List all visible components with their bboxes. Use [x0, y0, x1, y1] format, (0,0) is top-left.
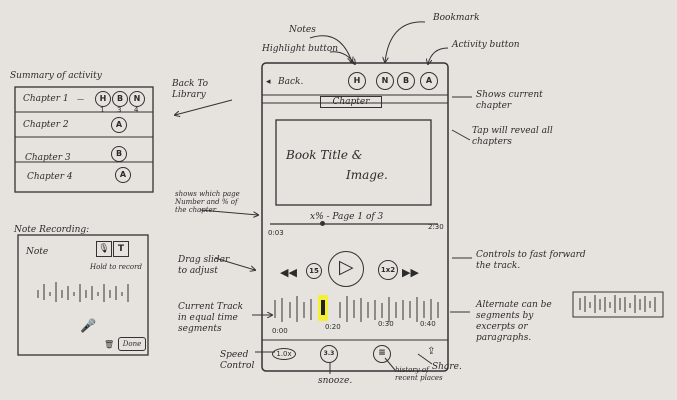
annotation-back-to-library: Back To Library: [172, 79, 209, 100]
notes-icon: N: [129, 91, 145, 107]
progress-start-time: 0:03: [268, 229, 284, 237]
hold-to-record-label: Hold to record: [90, 263, 142, 271]
annotation-current-track: Current Track in equal time segments: [178, 302, 244, 334]
summary-row[interactable]: Chapter 4 A: [15, 162, 153, 192]
highlight-icon: H: [95, 91, 111, 107]
highlight-button[interactable]: H: [348, 72, 366, 90]
annotation-bookmark: Bookmark: [433, 13, 480, 23]
track-marker-bar: [321, 300, 325, 315]
track-time: 0:30: [378, 320, 394, 328]
track-time: 0:00: [272, 327, 288, 335]
summary-row[interactable]: Chapter 1 — H B N 1 3 4: [15, 87, 153, 114]
text-mode-button[interactable]: T: [113, 241, 129, 257]
annotation-history: history of recent places: [395, 366, 443, 382]
back-button[interactable]: Back.: [278, 77, 304, 87]
annotation-page-number: shows which page Number and % of the cha…: [175, 190, 240, 214]
summary-row-label: Chapter 1: [23, 94, 69, 104]
annotation-controls-fast-forward: Controls to fast forward the track.: [476, 250, 586, 271]
page-info: x% - Page 1 of 3: [310, 212, 384, 222]
annotation-shows-current-chapter: Shows current chapter: [476, 90, 543, 111]
notes-count: 4: [134, 106, 139, 114]
annotation-alternate-segments: Alternate can be segments by excerpts or…: [476, 300, 552, 343]
activity-icon: A: [111, 117, 127, 133]
summary-title: Summary of activity: [10, 71, 102, 81]
note-recording-panel: Note 🎙 T Hold to record 🎤 🗑 Done: [18, 235, 148, 355]
summary-row-label: Chapter 2: [23, 120, 69, 130]
share-icon[interactable]: ⇪: [427, 346, 436, 357]
chapter-selector[interactable]: Chapter: [320, 96, 382, 108]
annotation-drag-slider: Drag slider to adjust: [178, 255, 230, 276]
snooze-button[interactable]: 3.3: [320, 345, 338, 363]
summary-row[interactable]: Chapter 3 B: [15, 137, 153, 163]
book-image-label: Image.: [346, 168, 388, 182]
summary-row-label: Chapter 4: [27, 172, 73, 182]
progress-end-time: 2:30: [428, 223, 444, 231]
book-cover: Book Title & Image.: [276, 120, 431, 205]
annotation-activity-button: Activity button: [452, 40, 520, 50]
annotation-tap-reveal-chapters: Tap will reveal all chapters: [472, 126, 553, 147]
play-button[interactable]: ▷: [328, 251, 364, 287]
annotation-notes: Notes: [289, 25, 316, 35]
note-recording-title: Note Recording:: [14, 225, 90, 235]
track-time: 0:40: [420, 320, 436, 328]
summary-row-label: Chapter 3: [25, 153, 71, 163]
track-time: 0:20: [325, 323, 341, 331]
back-arrow-icon[interactable]: ◂: [266, 77, 271, 87]
trash-icon[interactable]: 🗑: [104, 340, 115, 349]
fast-forward-icon[interactable]: ▶▶: [402, 266, 419, 279]
skip-forward-button[interactable]: 1x2: [378, 260, 398, 280]
done-button[interactable]: Done: [118, 337, 146, 351]
annotation-share: Share.: [432, 362, 462, 372]
rewind-icon[interactable]: ◀◀: [280, 266, 297, 279]
progress-thumb[interactable]: [320, 221, 325, 226]
book-title: Book Title &: [286, 148, 363, 162]
annotation-speed-control: Speed Control: [220, 350, 255, 371]
activity-icon: A: [115, 167, 131, 183]
summary-panel: Chapter 1 — H B N 1 3 4 Chapter 2 A Chap…: [15, 87, 153, 192]
skip-back-button[interactable]: 15: [306, 263, 322, 279]
note-label: Note: [26, 247, 49, 257]
summary-row[interactable]: Chapter 2 A: [15, 112, 153, 137]
microphone-small-icon: 🎤: [80, 319, 97, 334]
annotation-highlight-button: Highlight button: [262, 44, 339, 54]
bookmark-count: 3: [117, 106, 122, 114]
speed-control-button[interactable]: 1.0x: [272, 348, 296, 360]
activity-button[interactable]: A: [420, 72, 438, 90]
notes-button[interactable]: N: [376, 72, 394, 90]
microphone-icon[interactable]: 🎙: [96, 241, 112, 257]
play-icon: ▷: [339, 256, 354, 278]
bookmark-icon: B: [112, 91, 128, 107]
bookmark-icon: B: [111, 146, 127, 162]
bookmark-button[interactable]: B: [397, 72, 415, 90]
track-position-marker[interactable]: [318, 295, 328, 321]
summary-row-note: —: [77, 95, 84, 103]
annotation-snooze: snooze.: [318, 376, 353, 386]
history-icon[interactable]: ≡: [373, 345, 391, 363]
highlight-count: 1: [100, 106, 105, 114]
phone-screen: ◂ Back. H N B A Chapter Book Title & Ima…: [262, 63, 448, 371]
